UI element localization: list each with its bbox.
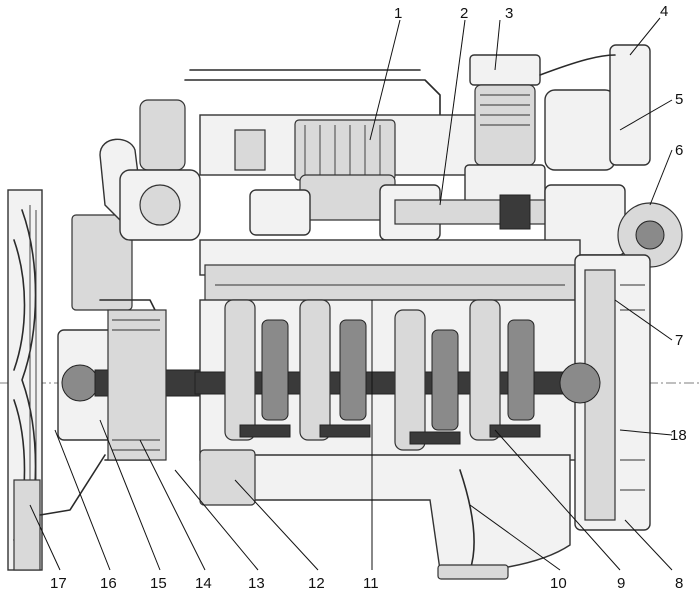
conrod-1 [261, 319, 289, 421]
crankshaft [194, 299, 576, 451]
callout-7: 7 [675, 332, 683, 349]
callout-13: 13 [248, 575, 265, 592]
water-pump-housing [71, 214, 133, 311]
oil-pan [208, 454, 571, 572]
front-pulleys [57, 214, 206, 461]
crank-pulley-bolt [61, 364, 99, 402]
fuel-filter [249, 189, 311, 236]
rear-main-seal [559, 362, 601, 404]
conrod-2 [339, 319, 367, 421]
fuel-fine-filter [609, 44, 651, 166]
crank-web-2 [299, 299, 331, 441]
callout-4: 4 [660, 3, 668, 20]
cooling-fan [7, 189, 43, 571]
callout-5: 5 [675, 91, 683, 108]
callout-8: 8 [675, 575, 683, 592]
intake-pipe [139, 99, 186, 171]
flywheel-assembly [559, 254, 651, 531]
crank-web-1 [224, 299, 256, 441]
callout-18: 18 [670, 427, 687, 444]
conrod-4 [507, 319, 535, 421]
oil-sump [39, 449, 571, 580]
fan-drive-rod [39, 454, 106, 516]
callout-17: 17 [50, 575, 67, 592]
callout-numbers: 1 2 3 4 5 6 7 18 8 9 10 11 12 13 14 15 1… [50, 3, 687, 592]
oil-pickup-screen [437, 564, 509, 580]
callout-11: 11 [363, 575, 379, 592]
callout-3: 3 [505, 5, 513, 22]
callout-16: 16 [100, 575, 117, 592]
callout-9: 9 [617, 575, 625, 592]
torsional-damper [107, 309, 167, 461]
callout-15: 15 [150, 575, 167, 592]
callout-leaders [29, 17, 673, 571]
callout-2: 2 [460, 5, 468, 22]
crank-web-3 [394, 309, 426, 451]
callout-1: 1 [394, 5, 402, 22]
callout-14: 14 [195, 575, 212, 592]
callout-6: 6 [675, 142, 683, 159]
drive-shaft [394, 184, 683, 268]
turbocharger [99, 99, 201, 241]
callout-10: 10 [550, 575, 567, 592]
cylinder-head [184, 69, 481, 241]
fan-lower-bracket [13, 479, 41, 571]
compressor-head [544, 89, 616, 171]
conrod-3 [431, 329, 459, 431]
crank-web-4 [469, 299, 501, 441]
callout-12: 12 [308, 575, 325, 592]
oil-pump [199, 449, 256, 506]
air-compressor [464, 44, 651, 206]
